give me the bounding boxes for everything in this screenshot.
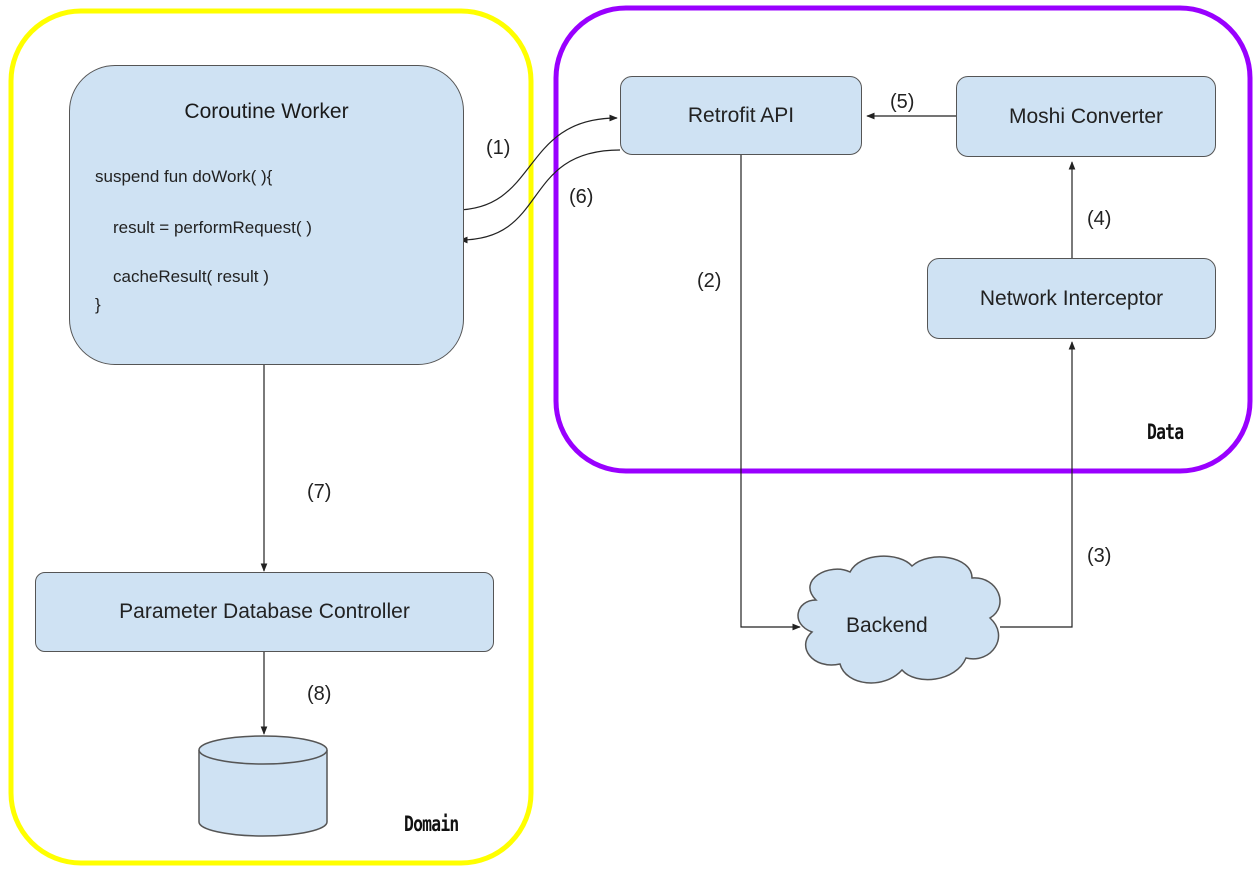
code-line-4: }	[95, 295, 101, 314]
backend-cloud	[797, 555, 1001, 684]
edge-label-4: (4)	[1087, 208, 1112, 230]
moshi-converter-node: Moshi Converter	[956, 76, 1216, 157]
data-region-label: Data	[1147, 420, 1184, 444]
data-region	[553, 5, 1253, 474]
database-cylinder	[198, 735, 328, 837]
domain-region	[8, 8, 534, 866]
code-line-3: cacheResult( result )	[113, 267, 269, 286]
code-line-2: result = performRequest( )	[113, 218, 312, 237]
edge-label-1: (1)	[486, 137, 511, 159]
domain-region-label: Domain	[404, 812, 459, 836]
edge-label-7: (7)	[307, 481, 332, 503]
backend-label: Backend	[846, 614, 928, 637]
edge-6	[459, 149, 621, 244]
network-interceptor-node: Network Interceptor	[927, 258, 1216, 339]
parameter-db-controller-node: Parameter Database Controller	[35, 572, 494, 652]
code-line-1: suspend fun doWork( ){	[95, 167, 273, 186]
edge-label-6: (6)	[569, 186, 594, 208]
edge-label-5: (5)	[890, 91, 915, 113]
retrofit-api-node: Retrofit API	[620, 76, 862, 155]
edge-label-2: (2)	[697, 270, 722, 292]
edge-3	[1000, 341, 1076, 628]
edge-label-8: (8)	[307, 683, 332, 705]
coroutine-worker-title: Coroutine Worker	[184, 100, 349, 123]
coroutine-worker-node: Coroutine Worker	[69, 65, 464, 365]
edge-2	[740, 155, 801, 631]
edge-1	[454, 114, 618, 211]
edge-label-3: (3)	[1087, 545, 1112, 567]
